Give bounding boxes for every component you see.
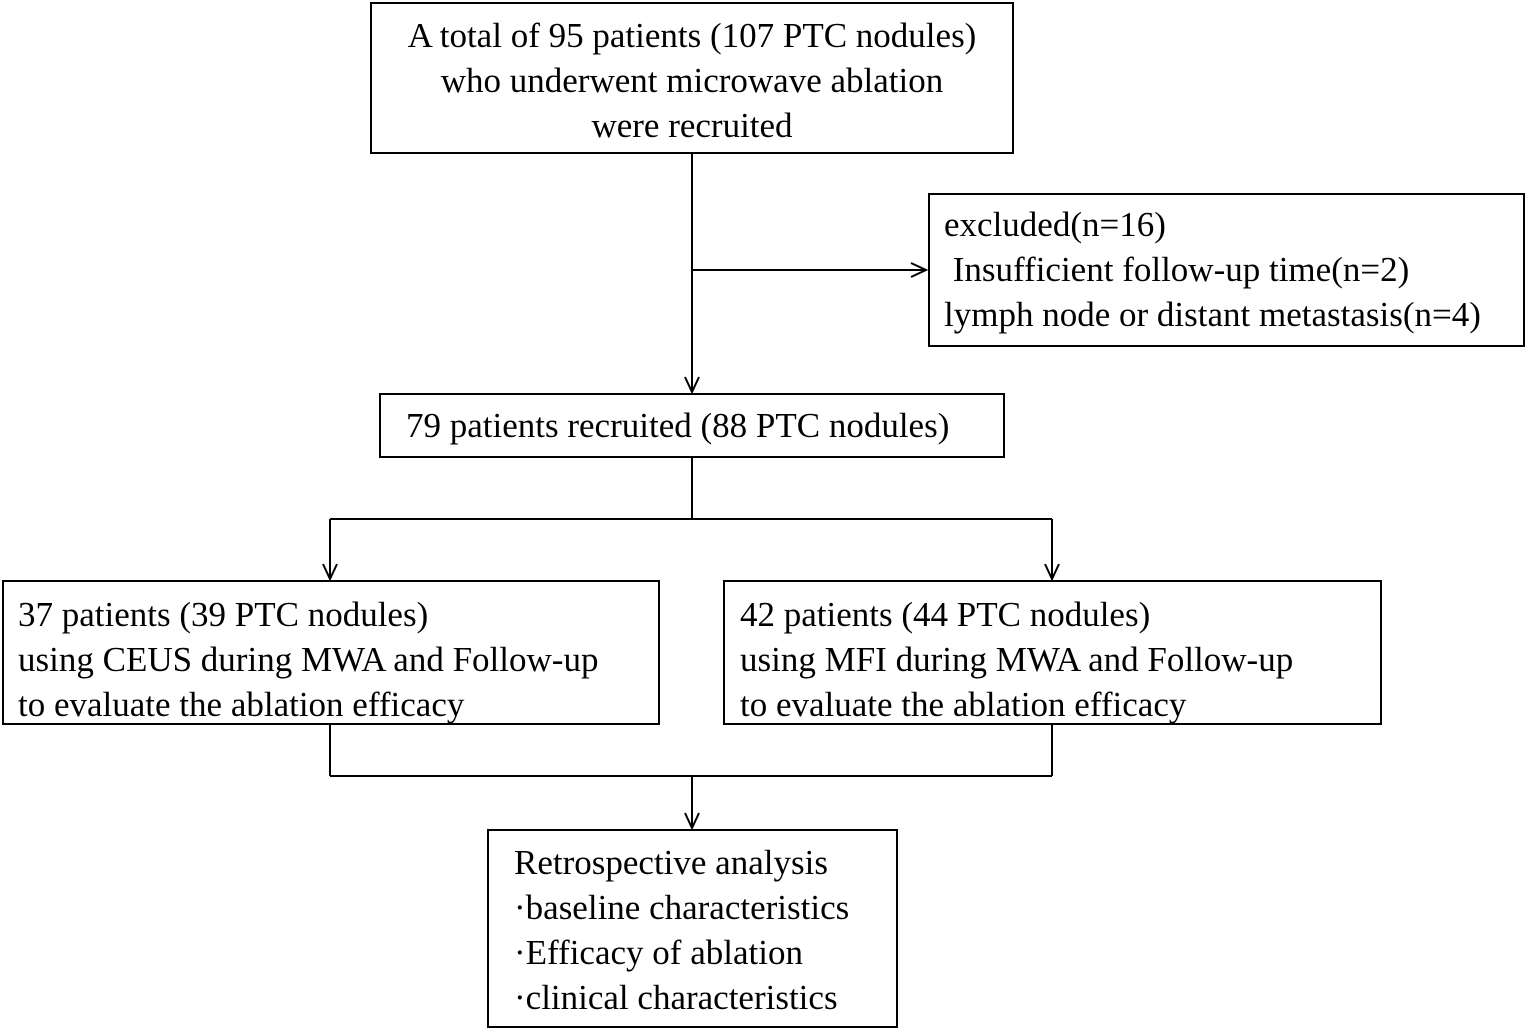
box-line: Retrospective analysis: [514, 843, 828, 882]
box-line: 37 patients (39 PTC nodules): [18, 595, 429, 634]
arrowhead-to-ceus: [322, 563, 338, 582]
box-mfi-group: 42 patients (44 PTC nodules) using MFI d…: [723, 580, 1382, 725]
box-line: to evaluate the ablation efficacy: [740, 685, 1187, 724]
box-line: A total of 95 patients (107 PTC nodules): [407, 16, 977, 55]
box-line: were recruited: [591, 106, 793, 145]
arrowhead-to-analysis: [684, 812, 700, 831]
box-line: using MFI during MWA and Follow-up: [740, 640, 1294, 679]
arrowhead-to-mfi: [1044, 563, 1060, 582]
box-line: Insufficient follow-up time(n=2): [944, 250, 1410, 289]
box-line: ·Efficacy of ablation: [514, 933, 803, 972]
box-retrospective-analysis: Retrospective analysis ·baseline charact…: [487, 829, 898, 1028]
box-recruited-all: A total of 95 patients (107 PTC nodules)…: [370, 2, 1014, 154]
box-ceus-group: 37 patients (39 PTC nodules) using CEUS …: [2, 580, 660, 725]
box-recruited-79: 79 patients recruited (88 PTC nodules): [379, 393, 1005, 458]
box-line: 42 patients (44 PTC nodules): [740, 595, 1151, 634]
box-excluded: excluded(n=16) Insufficient follow-up ti…: [928, 193, 1525, 347]
arrowhead-to-79: [684, 376, 700, 395]
box-line: lymph node or distant metastasis(n=4): [944, 295, 1481, 334]
box-line: to evaluate the ablation efficacy: [18, 685, 465, 724]
box-line: 79 patients recruited (88 PTC nodules): [406, 406, 950, 445]
box-line: who underwent microwave ablation: [440, 61, 944, 100]
box-line: ·baseline characteristics: [514, 888, 850, 927]
box-line: ·clinical characteristics: [514, 978, 838, 1017]
arrowhead-to-excluded: [910, 262, 929, 278]
box-line: using CEUS during MWA and Follow-up: [18, 640, 599, 679]
box-line: excluded(n=16): [944, 205, 1166, 244]
